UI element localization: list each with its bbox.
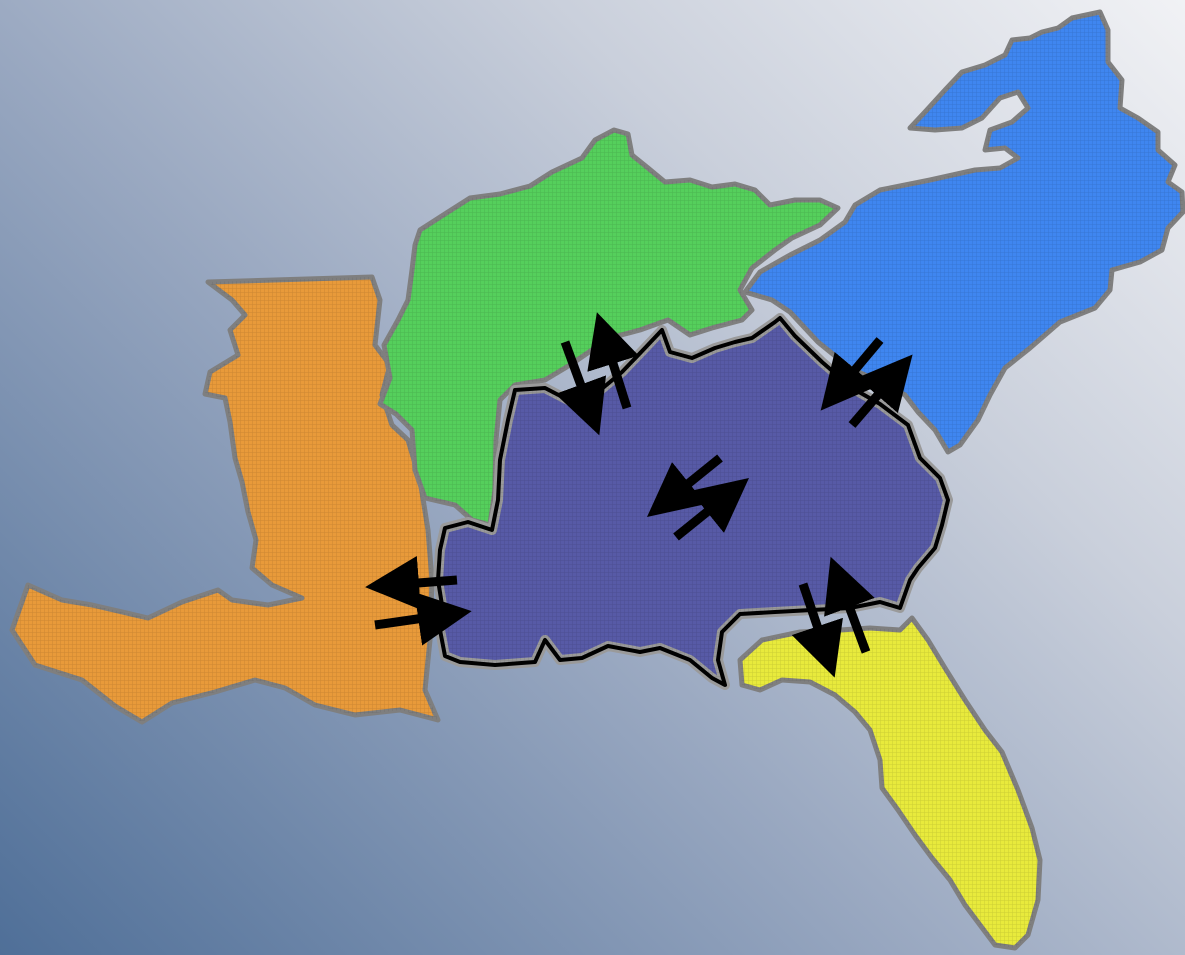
- region-southeast[interactable]: [737, 615, 1043, 951]
- arrow-west-to-central: [374, 592, 472, 646]
- arrow-central-to-southeast: [791, 582, 843, 678]
- arrow-central-to-west: [365, 556, 458, 610]
- region-west[interactable]: [9, 274, 441, 725]
- exchange-arrows: [365, 312, 913, 678]
- arrow-north-to-central: [555, 340, 607, 436]
- arrow-central-to-north: [587, 312, 639, 410]
- region-northeast[interactable]: [742, 9, 1185, 455]
- arrow-central-to-northeast: [848, 354, 913, 428]
- arrow-internal-2: [673, 478, 750, 541]
- arrow-southeast-to-central: [824, 556, 875, 654]
